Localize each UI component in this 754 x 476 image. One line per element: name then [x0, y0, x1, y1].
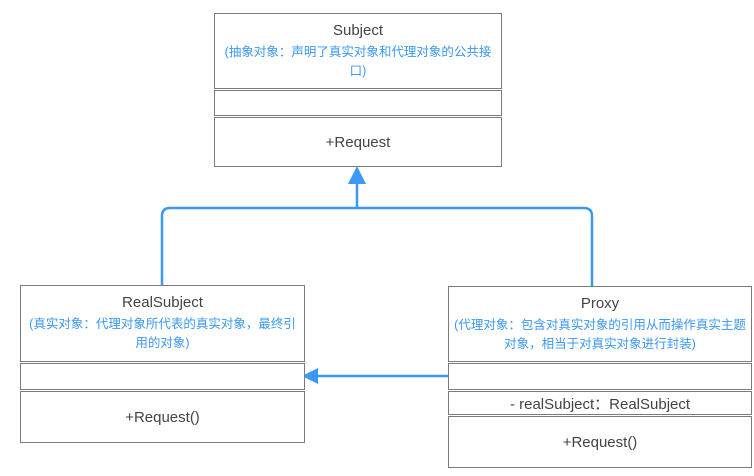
class-title-proxy: Proxy — [580, 295, 620, 312]
class-annotation-realsubject: (真实对象：代理对象所代表的真实对象，最终引用的对象) — [29, 317, 296, 350]
class-attribute-proxy: - realSubject：RealSubject — [448, 391, 752, 415]
class-header-subject: Subject (抽象对象：声明了真实对象和代理对象的公共接口) — [214, 13, 502, 89]
class-attributes-empty-proxy — [448, 363, 752, 390]
class-title-realsubject: RealSubject — [122, 294, 203, 311]
class-methods-realsubject: +Request() — [20, 391, 305, 443]
class-methods-subject: +Request — [214, 117, 502, 167]
class-header-proxy: Proxy (代理对象：包含对真实对象的引用从而操作真实主题对象，相当于对真实对… — [448, 286, 752, 362]
class-box-proxy: Proxy (代理对象：包含对真实对象的引用从而操作真实主题对象，相当于对真实对… — [448, 286, 752, 468]
class-methods-proxy: +Request() — [448, 416, 752, 468]
class-header-realsubject: RealSubject (真实对象：代理对象所代表的真实对象，最终引用的对象) — [20, 285, 305, 362]
generalization-arrowhead-icon — [348, 166, 366, 184]
class-attributes-realsubject — [20, 363, 305, 390]
class-box-realsubject: RealSubject (真实对象：代理对象所代表的真实对象，最终引用的对象) … — [20, 285, 305, 443]
class-title-subject: Subject — [332, 22, 384, 39]
class-attributes-subject — [214, 90, 502, 116]
generalization-connector-line — [160, 206, 594, 288]
class-annotation-proxy: (代理对象：包含对真实对象的引用从而操作真实主题对象，相当于对真实对象进行封装) — [454, 318, 746, 351]
class-box-subject: Subject (抽象对象：声明了真实对象和代理对象的公共接口) +Reques… — [214, 13, 502, 167]
class-annotation-subject: (抽象对象：声明了真实对象和代理对象的公共接口) — [224, 45, 492, 78]
